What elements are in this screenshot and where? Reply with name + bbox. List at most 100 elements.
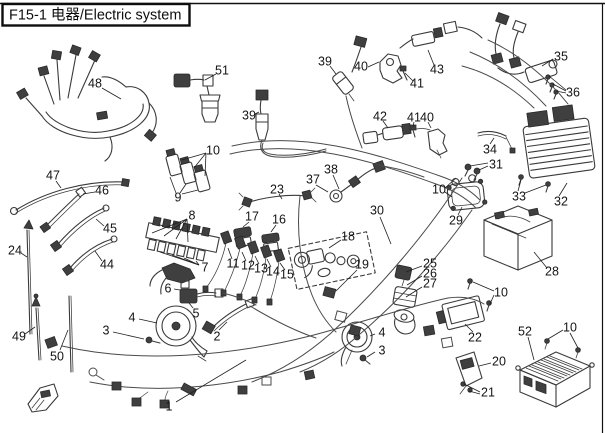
part-33-screws (518, 174, 551, 193)
page-title: F15-1 电器/Electric system (9, 7, 181, 24)
callout-leader-40 (367, 61, 380, 68)
callout-3: 3 (379, 343, 386, 357)
callout-leader-43 (427, 49, 435, 66)
callout-leader-16 (270, 224, 277, 233)
callout-17: 17 (245, 209, 259, 223)
part-41-screw-top (399, 65, 408, 81)
callout-3: 3 (103, 323, 110, 337)
callout-leader-6 (173, 288, 181, 291)
callout-leader-36 (555, 90, 567, 94)
part-8-fuse-block (145, 216, 220, 295)
part-5-6-switch (179, 280, 224, 304)
callout-4: 4 (379, 325, 386, 339)
callout-41: 41 (407, 110, 421, 124)
part-49-rod (31, 293, 42, 361)
callout-52: 52 (518, 324, 532, 338)
part-24-rod (23, 219, 34, 335)
part-23-jumper-wire (238, 187, 317, 211)
part-43-sensor (399, 20, 483, 49)
callout-leader-34 (489, 137, 495, 145)
callout-47: 47 (46, 168, 60, 182)
callout-leader-10 (489, 294, 495, 305)
callout-45: 45 (103, 221, 117, 235)
callout-leader-8 (151, 218, 188, 234)
callout-15: 15 (280, 267, 294, 281)
callout-leader-47 (55, 180, 62, 189)
part-40-sensor-top (379, 53, 403, 84)
part-11-15-connectors (202, 230, 286, 306)
callout-leader-10 (444, 191, 453, 198)
callout-leader-49 (24, 326, 36, 335)
callout-48: 48 (88, 76, 102, 90)
callout-33: 33 (512, 189, 526, 203)
callout-leader-10 (181, 152, 207, 161)
callout-leader-15 (279, 262, 286, 271)
part-bracket-bottom-left (27, 383, 59, 413)
callout-leader-50 (59, 329, 69, 351)
callout-leader-10 (193, 152, 207, 169)
callout-leader-25 (405, 265, 423, 273)
callout-leader-13 (254, 255, 260, 265)
callout-25: 25 (423, 256, 437, 270)
callout-leader-3 (112, 331, 145, 340)
callout-44: 44 (100, 257, 114, 271)
callout-39: 39 (318, 54, 332, 68)
callout-42: 42 (373, 109, 387, 123)
callout-9: 9 (175, 190, 182, 204)
callout-23: 23 (270, 182, 284, 196)
callout-26: 26 (423, 266, 437, 280)
callout-34: 34 (483, 142, 497, 156)
callout-16: 16 (272, 212, 286, 226)
callout-leader-3 (366, 351, 376, 358)
callout-1: 1 (166, 399, 173, 413)
part-20-21-bracket (455, 351, 483, 395)
callout-leader-21 (463, 383, 481, 393)
callout-leader-10 (569, 332, 579, 349)
callout-leader-22 (464, 323, 474, 333)
part-28-battery (483, 205, 553, 271)
callout-leader-10 (547, 329, 564, 340)
callout-leader-40 (427, 121, 432, 129)
callout-41: 41 (410, 76, 424, 90)
callout-24: 24 (8, 243, 22, 257)
callout-leader-7 (195, 260, 200, 266)
callout-5: 5 (193, 306, 200, 320)
callout-leader-39 (254, 111, 260, 115)
callout-32: 32 (554, 194, 568, 208)
callout-37: 37 (306, 172, 320, 186)
callout-leader-7 (183, 257, 200, 266)
part-29-starter-relay (446, 174, 488, 212)
callout-49: 49 (12, 329, 26, 343)
callout-leader-9 (169, 176, 177, 194)
callout-leader-41 (412, 121, 415, 128)
callout-10: 10 (494, 285, 508, 299)
part-22-controller (435, 278, 492, 331)
callout-leader-32 (558, 182, 568, 197)
callout-leader-9 (179, 183, 187, 194)
callout-leader-20 (478, 362, 492, 367)
callout-29: 29 (449, 213, 463, 227)
part-44-cable (62, 235, 118, 276)
callout-leader-10 (472, 281, 495, 292)
callout-leader-38 (332, 174, 340, 190)
title-box: F15-1 电器/Electric system (1, 2, 191, 27)
callout-10: 10 (563, 320, 577, 334)
callout-leader-24 (20, 252, 28, 258)
callout-7: 7 (202, 260, 209, 274)
callout-39: 39 (242, 108, 256, 122)
callout-leader-21 (468, 390, 481, 395)
callout-20: 20 (492, 354, 506, 368)
part-1-main-harness (44, 292, 485, 409)
callout-leader-5 (188, 302, 194, 309)
callout-50: 50 (50, 349, 64, 363)
callout-28: 28 (545, 264, 559, 278)
part-25-26-27-ignition-switch (392, 264, 418, 335)
callout-leader-17 (242, 221, 250, 228)
part-35-ignition-coil (497, 59, 558, 84)
callout-leader-41 (404, 72, 414, 82)
part-harness-connectors-topright (490, 12, 527, 69)
part-40-sensor-second (427, 128, 448, 159)
callout-40: 40 (354, 59, 368, 73)
